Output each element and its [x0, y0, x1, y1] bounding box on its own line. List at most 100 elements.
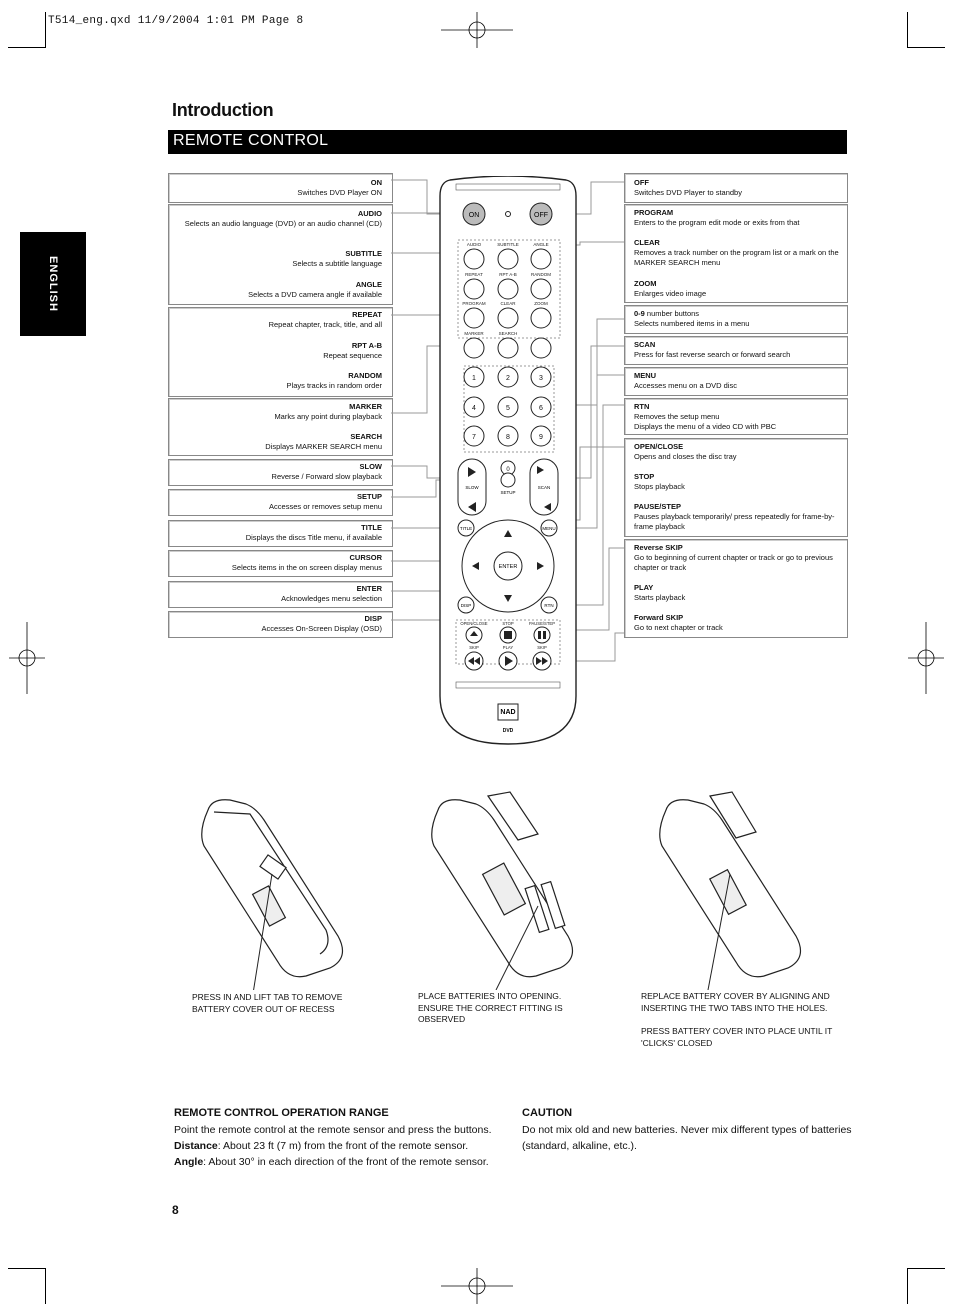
- digit-8-button[interactable]: [497, 425, 519, 447]
- callout-title: ANGLE: [355, 280, 382, 289]
- callout-title: RTN: [634, 402, 650, 411]
- program-button[interactable]: [463, 307, 485, 329]
- pause-step-label: PAUSE/STEP: [529, 621, 555, 626]
- on-button[interactable]: [462, 202, 486, 226]
- zoom-label: ZOOM: [534, 301, 548, 306]
- pause-step-button[interactable]: [533, 626, 551, 644]
- angle-button[interactable]: [530, 248, 552, 270]
- subtitle-button[interactable]: [497, 248, 519, 270]
- pause-icon: [538, 631, 541, 639]
- eject-icon: [470, 631, 478, 636]
- page-number: 8: [172, 1203, 179, 1217]
- menu-button[interactable]: [540, 519, 558, 537]
- callout-title: SETUP: [356, 492, 382, 501]
- leader-line: [707, 873, 731, 990]
- stop-icon: [504, 631, 512, 639]
- callout-desc: Accesses On-Screen Display (OSD): [261, 624, 382, 633]
- play-icon: [505, 656, 513, 666]
- skip-back-label: SKIP: [469, 645, 479, 650]
- leader-line: [495, 905, 539, 990]
- digit-3-label: 3: [539, 375, 543, 382]
- setup-button[interactable]: [500, 472, 516, 488]
- callout-title: SEARCH: [350, 432, 382, 441]
- callout-desc: Displays MARKER SEARCH menu: [265, 442, 382, 451]
- digit-9-button[interactable]: [530, 425, 552, 447]
- callout-title: ENTER: [356, 584, 382, 593]
- callout-title-suffix: number buttons: [644, 309, 700, 318]
- digit-2-button[interactable]: [497, 366, 519, 388]
- title-button[interactable]: [457, 519, 475, 537]
- open-close-label: OPEN/CLOSE: [460, 621, 487, 626]
- rpt-ab-button[interactable]: [497, 278, 519, 300]
- callout-title: Reverse SKIP: [634, 543, 683, 552]
- callout-desc: Marks any point during playback: [274, 412, 382, 421]
- extra-button[interactable]: [530, 337, 552, 359]
- section-header: REMOTE CONTROL: [168, 130, 847, 154]
- subtitle-label: SUBTITLE: [497, 242, 519, 247]
- nad-logo: [497, 703, 519, 721]
- range-heading: REMOTE CONTROL OPERATION RANGE: [174, 1107, 389, 1119]
- callout-desc: Switches DVD Player to standby: [634, 188, 742, 197]
- angle-text: : About 30° in each direction of the fro…: [203, 1156, 489, 1168]
- callout-title: TITLE: [361, 523, 382, 532]
- slow-reverse-icon: [468, 502, 476, 512]
- digit-5-label: 5: [506, 405, 510, 412]
- digit-5-button[interactable]: [497, 396, 519, 418]
- callout-title: MARKER: [349, 402, 382, 411]
- callout-title: DISP: [364, 614, 382, 623]
- rtn-button[interactable]: [540, 596, 558, 614]
- digit-6-button[interactable]: [530, 396, 552, 418]
- title-label: TITLE: [460, 526, 472, 531]
- digit-7-button[interactable]: [463, 425, 485, 447]
- callout-desc: Selects a DVD camera angle if available: [248, 290, 382, 299]
- digit-0-label: 0: [506, 467, 510, 473]
- battery-step-2-illustration: [431, 791, 574, 990]
- callout-title: RPT A-B: [351, 341, 382, 350]
- digit-3-button[interactable]: [530, 366, 552, 388]
- callout-desc: Displays the discs Title menu, if availa…: [245, 533, 382, 542]
- callout-desc: Enlarges video image: [634, 289, 707, 298]
- off-button[interactable]: [529, 202, 553, 226]
- angle-label: Angle: [174, 1156, 204, 1168]
- callout-title: PAUSE/STEP: [634, 502, 681, 511]
- marker-button[interactable]: [463, 337, 485, 359]
- callout-desc: Press for fast reverse search or forward…: [634, 350, 791, 359]
- slow-label: SLOW: [465, 485, 479, 490]
- disp-button[interactable]: [457, 596, 475, 614]
- callout-title: CURSOR: [349, 553, 382, 562]
- callout-title: AUDIO: [357, 209, 382, 218]
- callout-title: STOP: [634, 472, 655, 481]
- audio-button[interactable]: [463, 248, 485, 270]
- callout-desc: Opens and closes the disc tray: [634, 452, 737, 461]
- model-label: DVD: [503, 728, 514, 734]
- callout-title: PROGRAM: [634, 208, 674, 217]
- callout-desc: Selects items in the on screen display m…: [231, 563, 382, 572]
- audio-label: AUDIO: [467, 242, 482, 247]
- slow-rocker[interactable]: [457, 458, 487, 516]
- random-button[interactable]: [530, 278, 552, 300]
- cursor-left-icon: [472, 562, 479, 570]
- distance-label: Distance: [174, 1140, 218, 1152]
- standby-led-icon: [505, 211, 511, 217]
- enter-label: ENTER: [499, 564, 518, 570]
- callout-title: SUBTITLE: [345, 249, 382, 258]
- digit-1-button[interactable]: [463, 366, 485, 388]
- callout-desc: Go to next chapter or track: [634, 623, 723, 632]
- caution-text: Do not mix old and new batteries. Never …: [522, 1124, 852, 1152]
- digit-4-button[interactable]: [463, 396, 485, 418]
- repeat-button[interactable]: [463, 278, 485, 300]
- caution-heading: CAUTION: [522, 1107, 573, 1119]
- search-button[interactable]: [497, 337, 519, 359]
- zoom-button[interactable]: [530, 307, 552, 329]
- callout-title: RANDOM: [348, 371, 382, 380]
- digit-7-label: 7: [472, 434, 476, 441]
- slow-forward-icon: [468, 467, 476, 477]
- enter-button[interactable]: [493, 551, 523, 581]
- clear-button[interactable]: [497, 307, 519, 329]
